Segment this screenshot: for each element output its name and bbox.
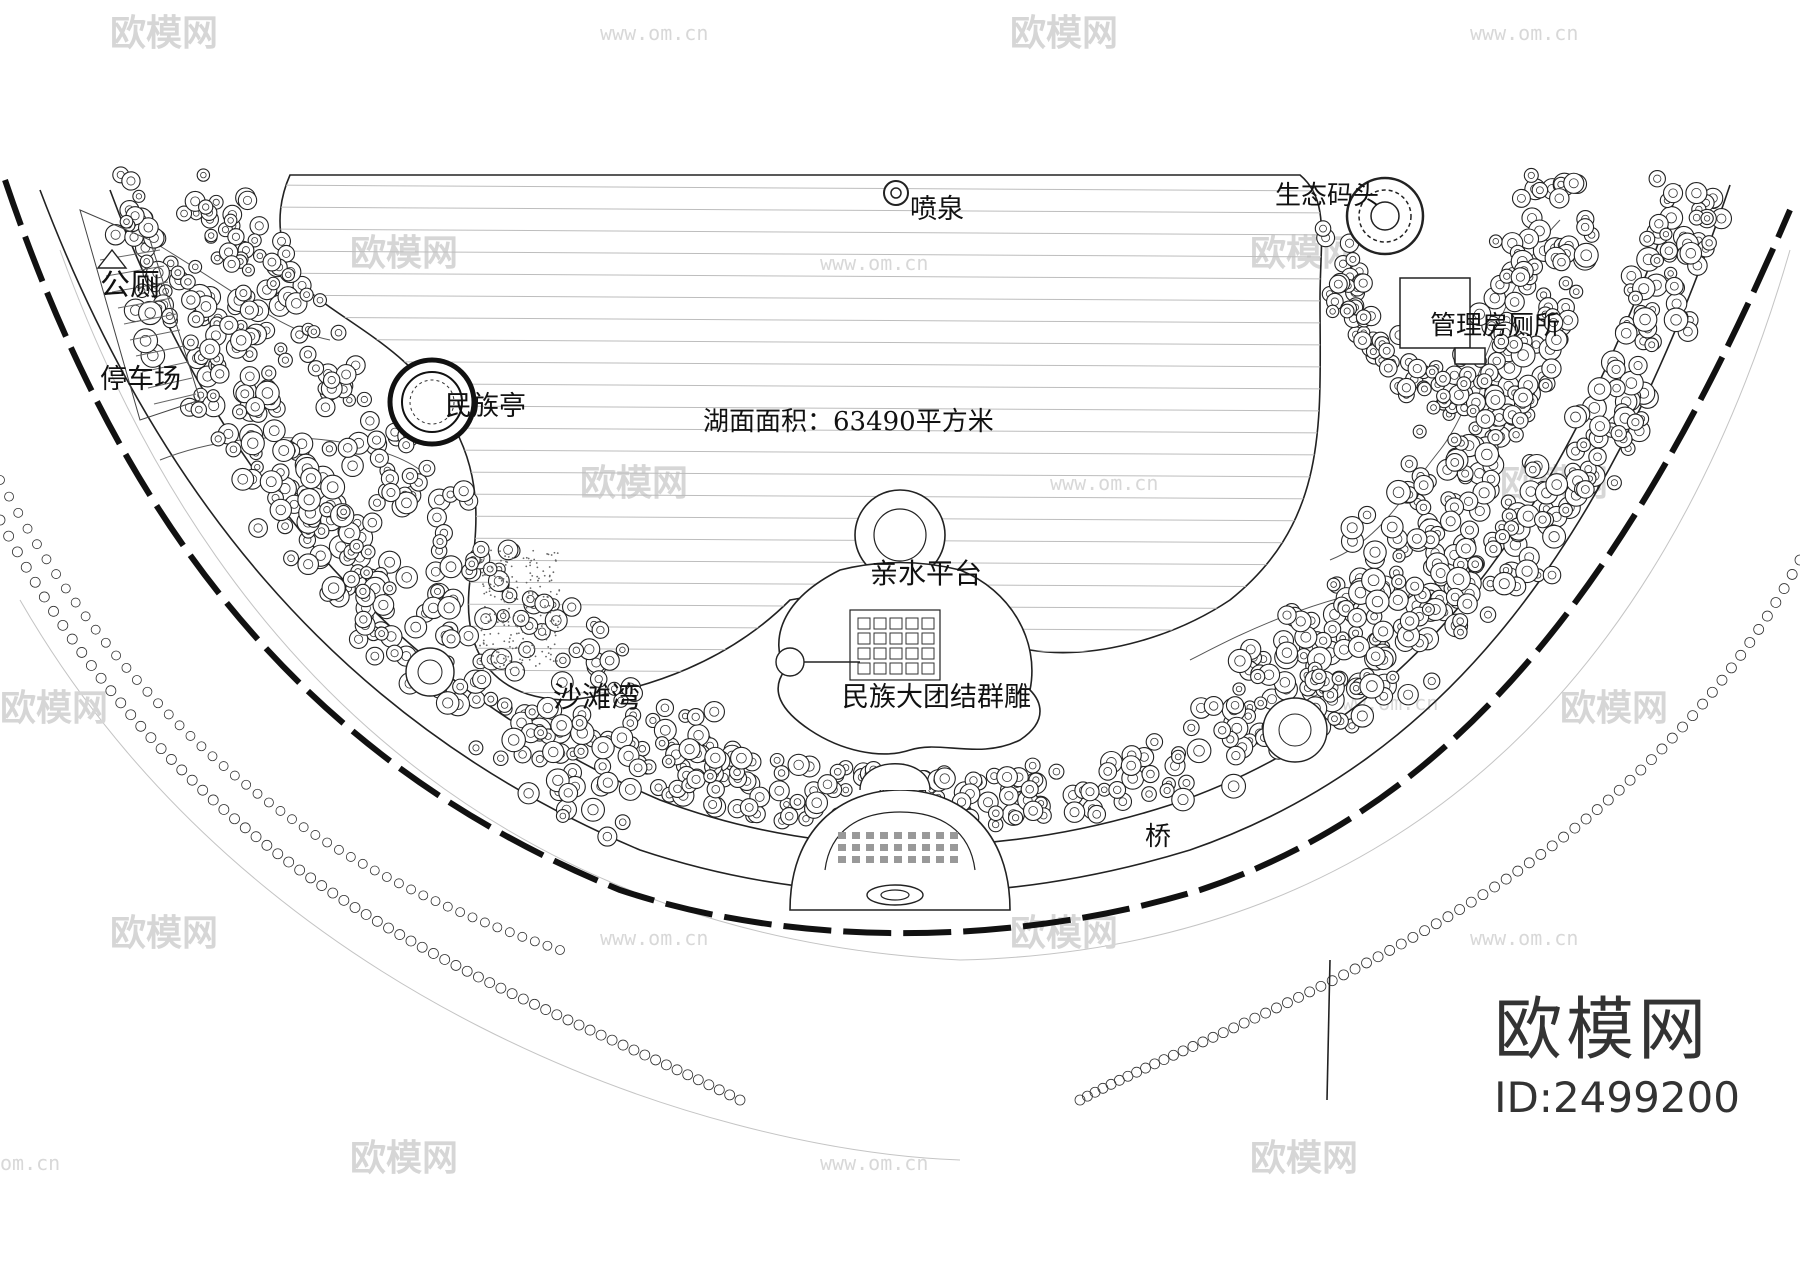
eco-pier-structure: [1345, 176, 1425, 256]
circular-nodes: [405, 647, 1328, 763]
watermark-brand: 欧模网: [1560, 688, 1668, 729]
brand-name: 欧模网: [1494, 991, 1711, 1070]
label-bridge: 桥: [1145, 822, 1171, 852]
tree-row-outer: [0, 475, 1800, 1106]
watermark-brand: 欧模网: [580, 463, 688, 504]
brand-stamp: 欧模网 ID:2499200: [1494, 991, 1740, 1123]
planting-areas: [104, 166, 1733, 847]
label-eco-pier: 生态码头: [1275, 181, 1379, 211]
label-toilet: 公厕: [100, 268, 160, 303]
watermark-brand: 欧模网: [1250, 1138, 1358, 1179]
fountain-structure: [883, 180, 909, 206]
watermark-brand: 欧模网: [110, 13, 218, 54]
watermark-url: www.om.cn: [820, 1151, 928, 1175]
beach-stipple: [479, 549, 561, 671]
watermark-brand: 欧模网: [0, 688, 108, 729]
waterfront-platform-structure: [775, 489, 1041, 755]
watermark-url: www.om.cn: [1470, 926, 1578, 950]
watermark-url: www.om.cn: [600, 21, 708, 45]
guide-arcs: [19, 249, 1791, 1161]
management-building: [1399, 277, 1486, 365]
label-parking: 停车场: [100, 364, 181, 395]
watermark-url: www.om.cn: [1050, 471, 1158, 495]
label-waterfront-platform: 亲水平台: [870, 557, 982, 590]
label-sculpture: 民族大团结群雕: [842, 682, 1031, 713]
pavilion-structure: [387, 357, 477, 447]
parking-lot: [79, 209, 201, 421]
brand-id: ID:2499200: [1494, 1073, 1740, 1122]
label-lake-area: 湖面面积：63490平方米: [703, 407, 994, 437]
watermark-brand: 欧模网: [350, 233, 458, 274]
label-mgmt-house: 管理房厕所: [1430, 311, 1560, 341]
label-fountain: 喷泉: [910, 194, 964, 225]
watermark-brand: 欧模网: [350, 1138, 458, 1179]
axis-line: [1326, 959, 1331, 1101]
label-pavilion: 民族亭: [445, 391, 526, 422]
label-beach-bay: 沙滩湾: [553, 680, 640, 714]
watermark-url: www.om.cn: [600, 926, 708, 950]
watermark-url: www.om.cn: [1470, 21, 1578, 45]
watermark-brand: 欧模网: [1010, 13, 1118, 54]
entrance-plaza: [789, 763, 1011, 911]
watermark-brand: 欧模网: [110, 913, 218, 954]
watermark-url: om.cn: [0, 1151, 60, 1175]
site-boundary: [2, 179, 1793, 937]
